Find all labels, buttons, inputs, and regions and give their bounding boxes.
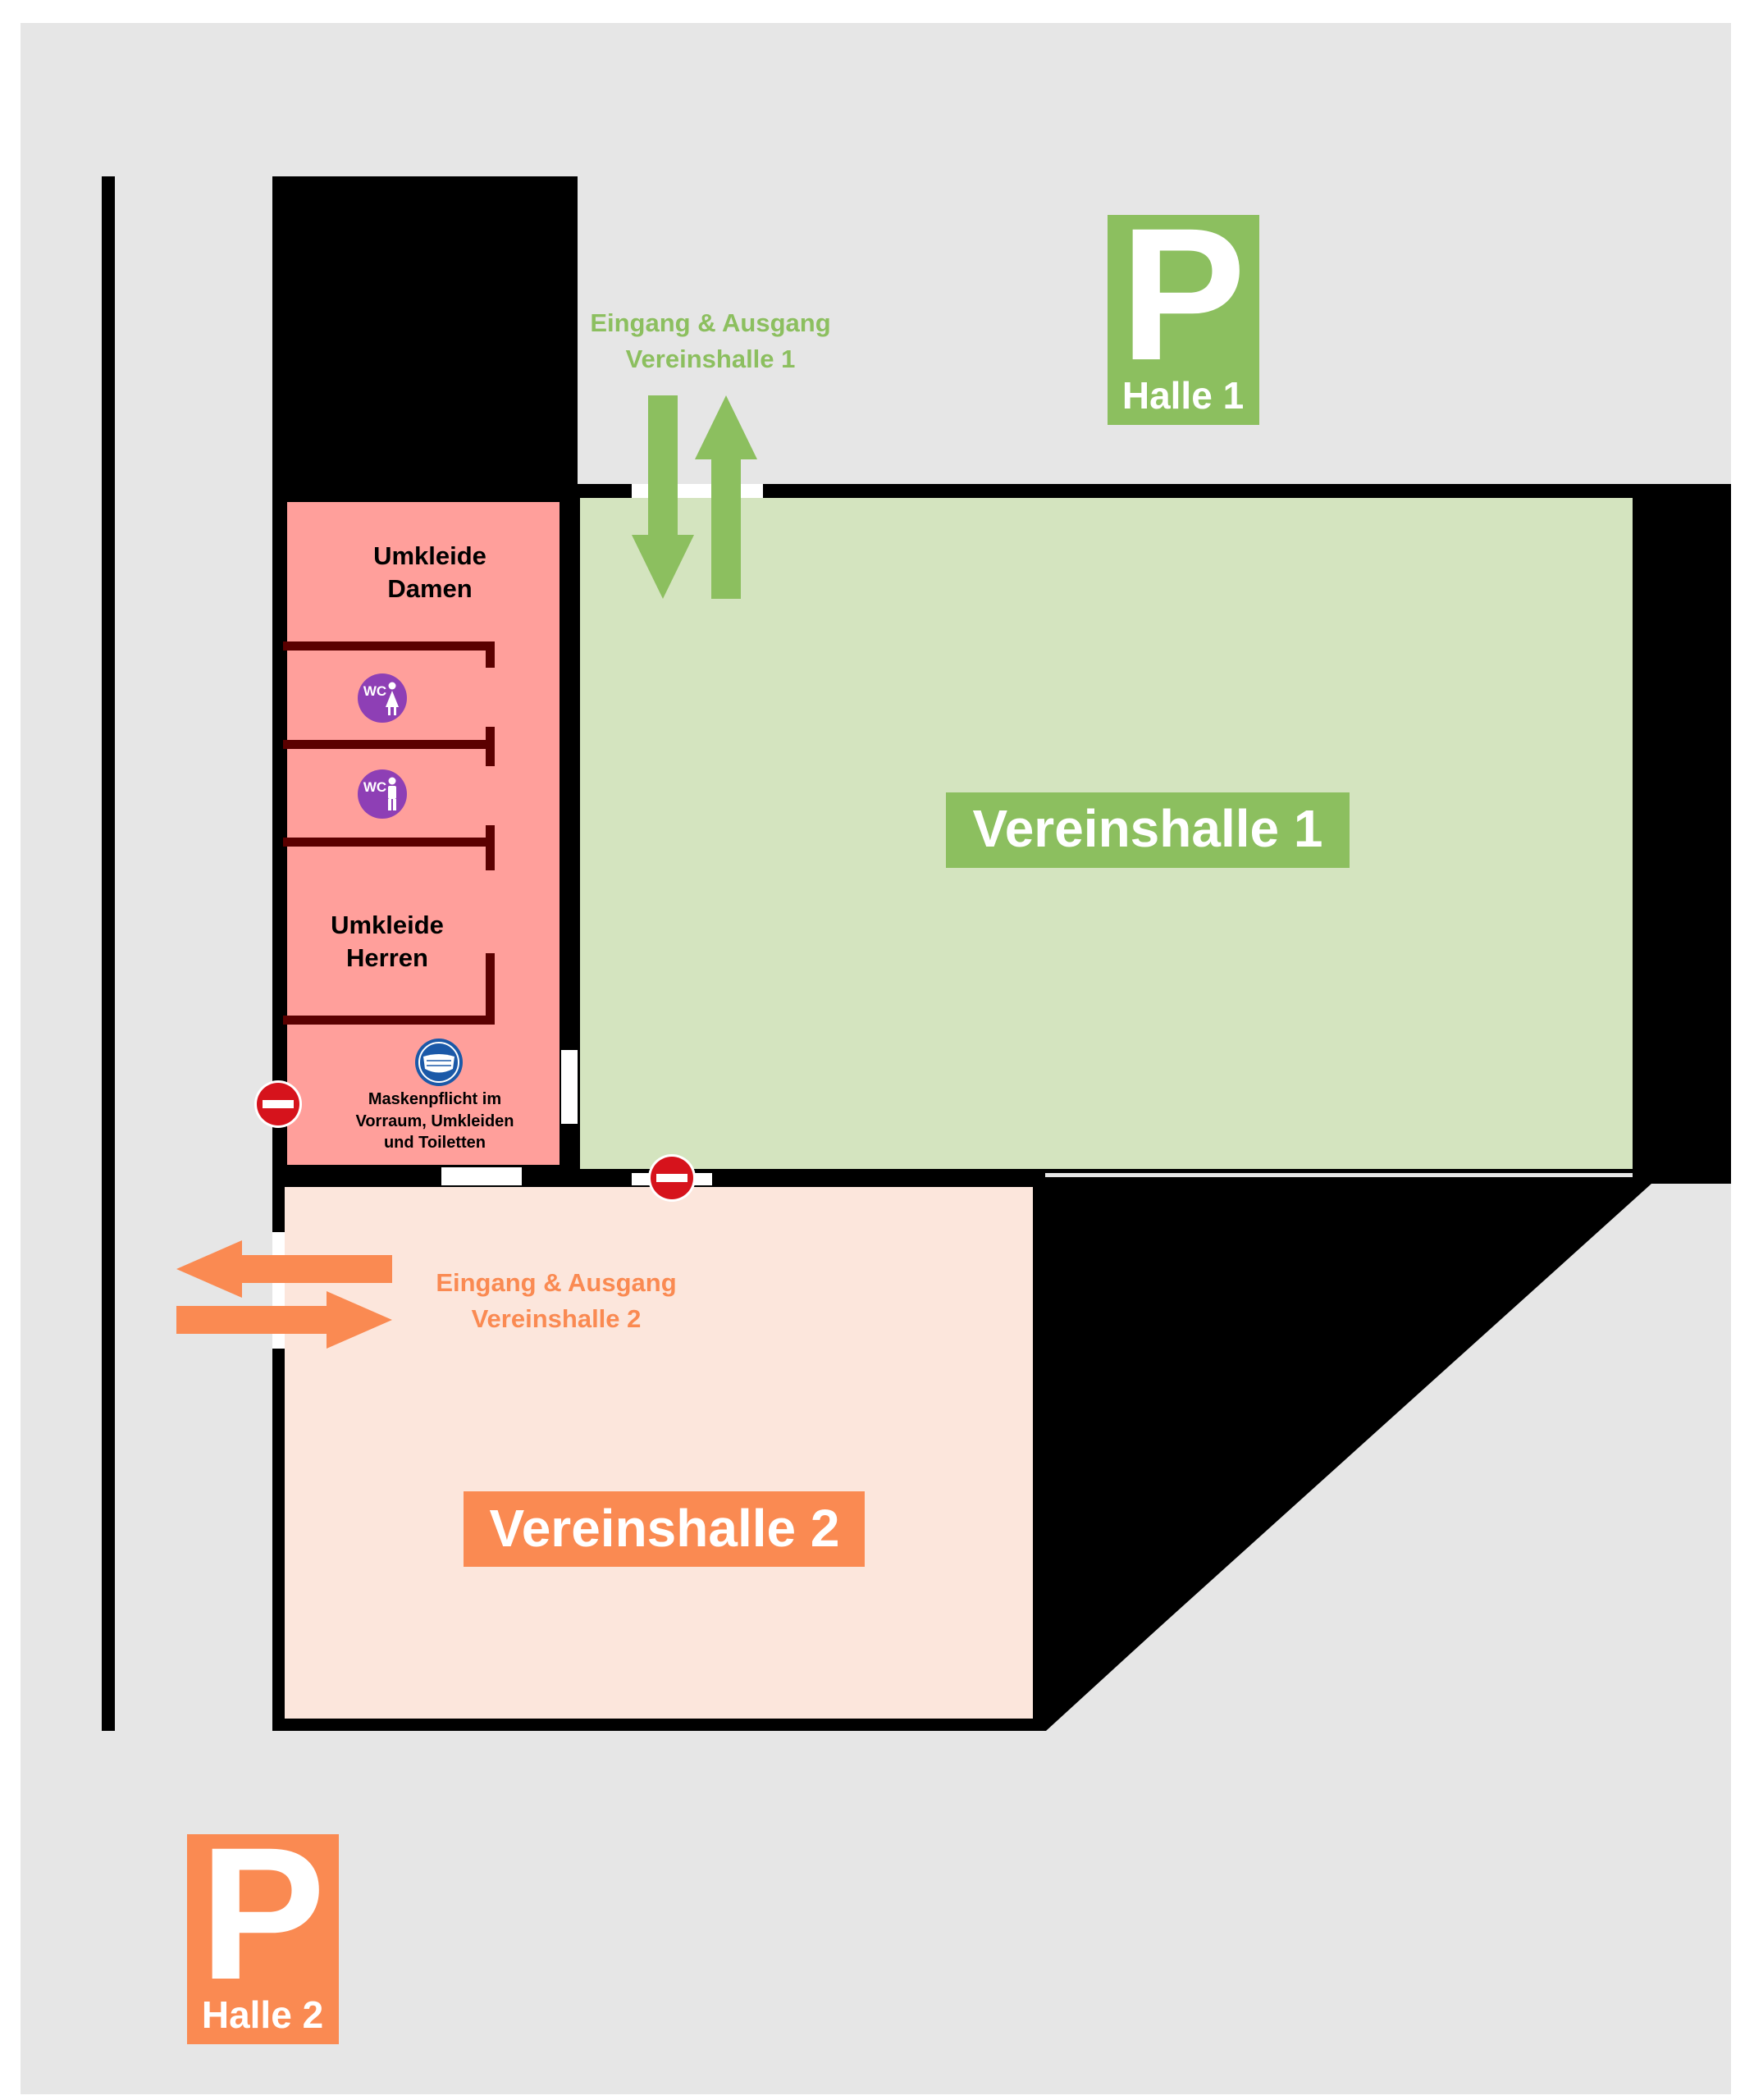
parking-sign-hall2: P Halle 2 (187, 1808, 339, 2044)
left-boundary-wall (102, 176, 115, 1731)
wc-men-icon: WC (358, 769, 407, 819)
north-wall-block (272, 176, 578, 500)
arrow-left-out (176, 1240, 392, 1298)
entrance-hall2-line2: Vereinshalle 2 (472, 1304, 642, 1333)
hall1-east-wall (1633, 484, 1731, 1184)
hall2-name: Vereinshalle 2 (490, 1499, 840, 1558)
changing-side-gap (561, 1050, 578, 1124)
no-entry-icon (254, 1080, 302, 1128)
hall1-name: Vereinshalle 1 (973, 799, 1323, 858)
changing-women-line1: Umkleide (373, 541, 486, 570)
entrance-hall1-line2: Vereinshalle 1 (626, 345, 796, 373)
wc-women-letters: WC (363, 683, 386, 699)
parking-letter: P (1120, 189, 1245, 399)
parking-letter: P (199, 1808, 325, 2019)
parking-sign-hall1: P Halle 1 (1108, 189, 1259, 425)
hall1-entrance-arrows (632, 395, 757, 599)
southeast-wedge (1035, 1177, 1651, 1731)
mask-notice-line2: Vorraum, Umkleiden (355, 1112, 514, 1130)
arrow-up-out (695, 395, 757, 599)
arrow-down-in (632, 395, 694, 599)
hall1-name-badge: Vereinshalle 1 (946, 792, 1350, 868)
no-entry-icon (648, 1154, 696, 1202)
mask-notice-line1: Maskenpflicht im (368, 1090, 501, 1108)
mask-notice-line3: und Toiletten (384, 1134, 486, 1152)
wc-men-letters: WC (363, 779, 386, 795)
hall2-entrance-arrows (176, 1240, 392, 1349)
hall2-name-badge: Vereinshalle 2 (464, 1491, 865, 1567)
changing-men-line2: Herren (346, 943, 428, 972)
face-mask-icon (415, 1039, 463, 1086)
arrow-right-in (176, 1291, 392, 1349)
parking-label: Halle 2 (202, 1993, 323, 2036)
wc-women-icon: WC (358, 673, 407, 723)
changing-men-line1: Umkleide (331, 911, 444, 939)
changing-hall2-gap (441, 1167, 522, 1185)
partitions (283, 641, 495, 1025)
changing-women-line2: Damen (387, 574, 472, 603)
entrance-hall1-line1: Eingang & Ausgang (590, 308, 830, 337)
entrance-hall2-line1: Eingang & Ausgang (436, 1268, 676, 1297)
hall2-floor (285, 1187, 1033, 1719)
parking-label: Halle 1 (1122, 374, 1244, 417)
